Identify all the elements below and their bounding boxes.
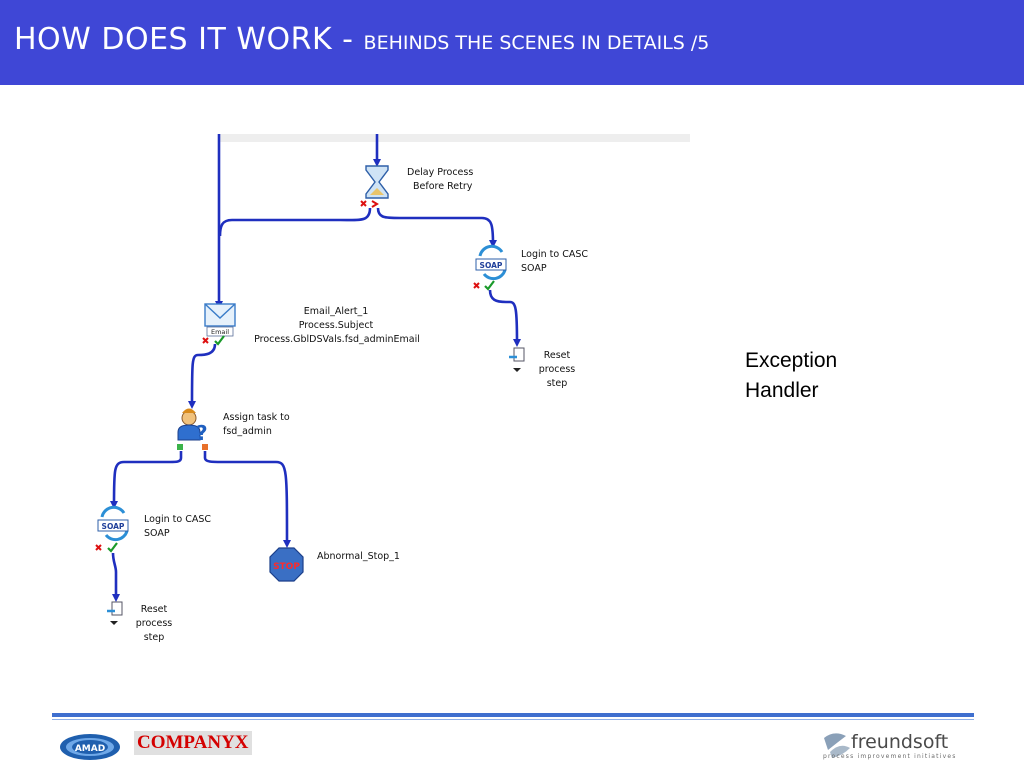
login-casc-right-node[interactable]: SOAP Login to CASC SOAP	[473, 244, 588, 291]
envelope-flap	[204, 303, 236, 319]
error-x-icon	[202, 337, 209, 344]
stop-sign-text: STOP	[273, 562, 300, 572]
footer-rule-thin	[52, 719, 974, 720]
company-name: COMPANYX	[134, 731, 252, 755]
email-alert-node[interactable]: Email Email_Alert_1 Process.Subject Proc…	[202, 303, 420, 346]
connector-assign-to-login	[110, 451, 183, 509]
canvas-top-strip	[220, 134, 690, 142]
hourglass-icon	[365, 165, 389, 199]
email-label-1: Email_Alert_1	[304, 306, 369, 317]
slide-title: How does it work - Behinds the scenes in…	[14, 22, 709, 57]
error-x-icon	[473, 282, 480, 289]
freundsoft-logo	[824, 733, 850, 758]
login-left-label-2: SOAP	[144, 528, 170, 539]
soap-refresh-icon-lower	[104, 530, 129, 542]
delay-node[interactable]: Delay Process Before Retry	[360, 165, 473, 208]
note-line-2: Handler	[745, 379, 819, 402]
reset-left-label-1: Reset	[141, 604, 168, 615]
success-check-icon	[107, 542, 118, 553]
soap-refresh-icon	[100, 505, 126, 518]
connector-login-to-reset	[488, 289, 521, 347]
envelope-icon	[204, 303, 236, 327]
soap-badge	[475, 258, 507, 271]
connector-assign-to-stop	[203, 451, 291, 548]
connector-login-to-reset-left	[111, 552, 120, 602]
delay-label-2: Before Retry	[413, 181, 473, 192]
soap-refresh-icon	[478, 244, 504, 257]
reset-process-right-node[interactable]: Reset process step	[509, 347, 576, 389]
assign-label-1: Assign task to	[223, 412, 290, 423]
delay-label-1: Delay Process	[407, 167, 473, 178]
connector-delay-error	[218, 207, 372, 237]
email-label-2: Process.Subject	[299, 320, 374, 331]
connectors	[110, 134, 521, 602]
freundsoft-wordmark: freundsoft	[851, 731, 949, 753]
login-casc-left-node[interactable]: SOAP Login to CASC SOAP	[95, 505, 211, 553]
reset-right-label-1: Reset	[544, 350, 571, 361]
amad-logo: AMAD	[60, 734, 120, 760]
login-right-label-2: SOAP	[521, 263, 547, 274]
email-badge	[206, 326, 234, 337]
person-head-icon	[181, 410, 197, 426]
document-icon	[513, 347, 525, 362]
retry-arrow-icon	[371, 200, 379, 208]
person-hair	[182, 408, 196, 413]
question-mark-icon: ?	[196, 421, 208, 445]
approve-port	[177, 444, 183, 450]
freundsoft-tagline: process improvement initiatives	[823, 753, 957, 760]
title-main: How does it work -	[14, 22, 364, 57]
soap-badge-text: SOAP	[480, 261, 503, 270]
note-line-1: Exception	[745, 349, 838, 372]
email-badge-text: Email	[211, 328, 229, 336]
error-x-icon	[95, 544, 102, 551]
reset-right-label-3: step	[547, 378, 568, 389]
assign-label-2: fsd_admin	[223, 426, 272, 437]
reset-process-left-node[interactable]: Reset process step	[107, 601, 173, 643]
stop-sign-icon	[269, 547, 304, 582]
reject-port	[202, 444, 208, 450]
success-check-icon	[484, 280, 495, 291]
footer-rule	[52, 713, 974, 717]
header-bar	[0, 0, 1024, 85]
soap-badge	[97, 519, 129, 532]
soap-badge-text: SOAP	[102, 522, 125, 531]
title-sub: Behinds the scenes in details /5	[363, 32, 710, 54]
login-right-label-1: Login to CASC	[521, 249, 588, 260]
error-x-icon	[360, 200, 367, 207]
reset-right-label-2: process	[539, 364, 576, 375]
person-body-icon	[177, 424, 201, 441]
stop-label: Abnormal_Stop_1	[317, 551, 400, 562]
soap-refresh-icon-lower	[482, 269, 507, 281]
hourglass-sand-icon	[370, 188, 384, 195]
success-check-icon	[214, 335, 225, 346]
assign-task-node[interactable]: ? Assign task to fsd_admin	[177, 408, 290, 451]
connector-delay-to-login	[376, 207, 497, 248]
exception-handler-note: Exception Handler	[745, 346, 837, 406]
login-left-label-1: Login to CASC	[144, 514, 211, 525]
amad-logo-text: AMAD	[75, 744, 105, 754]
dropdown-arrow-icon	[513, 368, 521, 372]
dropdown-arrow-icon	[110, 621, 118, 625]
abnormal-stop-node[interactable]: STOP Abnormal_Stop_1	[269, 547, 400, 582]
document-icon	[111, 601, 123, 616]
email-label-3: Process.GblDSVals.fsd_adminEmail	[254, 334, 420, 345]
reset-left-label-3: step	[144, 632, 165, 643]
connector-email-to-assign	[188, 343, 217, 409]
reset-left-label-2: process	[136, 618, 173, 629]
